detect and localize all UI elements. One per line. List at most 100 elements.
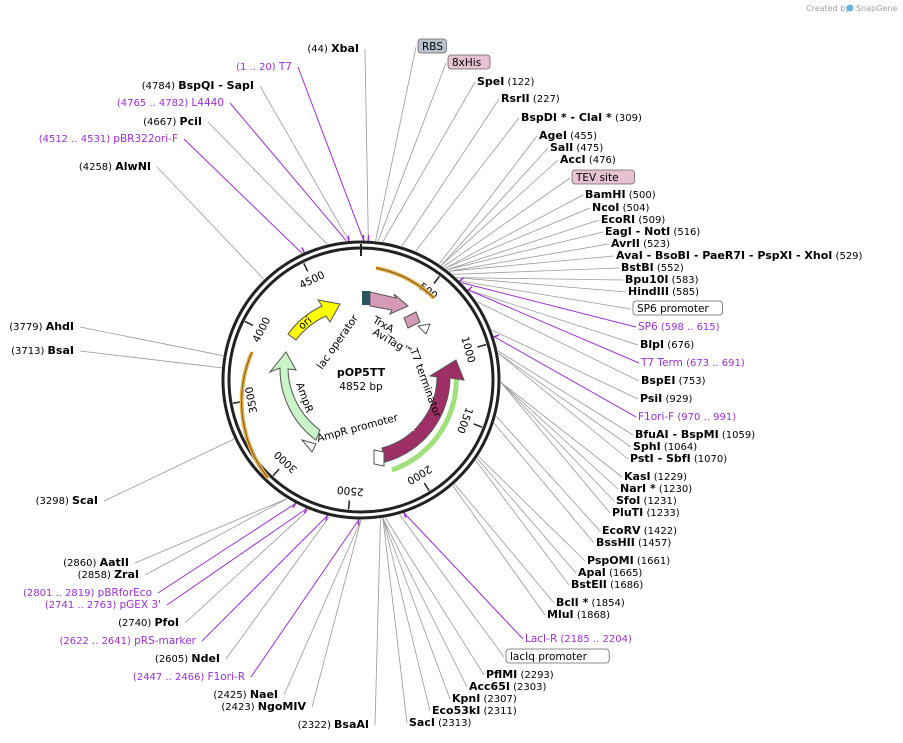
enzyme-label[interactable]: BspEI (753) — [641, 374, 706, 387]
enzyme-label[interactable]: (2423) NgoMIV — [221, 700, 306, 713]
scale-tick — [303, 262, 309, 272]
enzyme-label[interactable]: NarI * (1230) — [620, 482, 692, 495]
primer-label[interactable]: T7 Term (673 .. 691) — [640, 357, 745, 369]
enzyme-label[interactable]: EcoRV (1422) — [602, 524, 677, 537]
leader-line — [456, 277, 627, 293]
enzyme-label[interactable]: (3779) AhdI — [9, 320, 74, 333]
leader-line — [79, 326, 224, 357]
enzyme-label[interactable]: (2425) NaeI — [213, 688, 278, 701]
leader-line — [144, 498, 288, 576]
enzyme-label[interactable]: EcoRI (509) — [601, 213, 665, 226]
enzyme-label[interactable]: (4667) PciI — [143, 115, 202, 128]
enzyme-label[interactable]: HindIII (585) — [628, 285, 699, 298]
feature-box — [505, 648, 610, 664]
enzyme-label[interactable]: PstI - SbfI (1070) — [630, 452, 727, 465]
primer-label[interactable]: (1 .. 20) T7 — [236, 61, 292, 73]
enzyme-label[interactable]: RsrII (227) — [501, 92, 560, 105]
feature-box-label[interactable]: TEV site — [575, 172, 619, 184]
leader-line — [454, 483, 555, 604]
enzyme-label[interactable]: AvrII (523) — [611, 237, 670, 250]
leader-line — [382, 518, 408, 724]
enzyme-label[interactable]: (44) XbaI — [307, 42, 359, 55]
leader-line — [447, 231, 604, 271]
leader-lines — [79, 46, 640, 726]
leader-line — [476, 458, 577, 574]
enzyme-label[interactable]: EagI - NotI (516) — [605, 225, 700, 238]
enzyme-label[interactable]: NcoI (504) — [592, 201, 650, 214]
enzyme-label[interactable]: AvaI - BsoBI - PaeR7I - PspXI - XhoI (52… — [616, 249, 863, 262]
enzyme-label[interactable]: (3713) BsaI — [11, 344, 74, 357]
leader-line — [495, 415, 601, 532]
enzyme-label[interactable]: SphI (1064) — [633, 440, 697, 453]
enzyme-label[interactable]: PsiI (929) — [640, 392, 692, 405]
ampr-promoter-feature[interactable] — [373, 449, 385, 467]
leader-line — [459, 280, 632, 310]
laci-feature[interactable] — [381, 359, 465, 463]
ori-feature[interactable] — [287, 299, 341, 341]
enzyme-label[interactable]: BlpI (676) — [640, 338, 694, 351]
enzyme-label[interactable]: SpeI (122) — [477, 75, 535, 88]
enzyme-label[interactable]: (2322) BsaAI — [298, 718, 369, 731]
enzyme-label[interactable]: MluI (1868) — [547, 608, 610, 621]
enzyme-label[interactable]: BstBI (552) — [621, 261, 684, 274]
leader-line — [497, 350, 634, 436]
leader-line — [461, 282, 637, 328]
enzyme-label[interactable]: PflMI (2293) — [486, 668, 554, 681]
primer-mark — [347, 235, 350, 242]
enzyme-label[interactable]: SacI (2313) — [409, 716, 471, 729]
enzyme-label[interactable]: BfuAI - BspMI (1059) — [635, 428, 755, 441]
enzyme-label[interactable]: AgeI (455) — [539, 129, 597, 142]
enzyme-label[interactable]: (2860) AatII — [63, 556, 129, 569]
primer-label[interactable]: LacI-R (2185 .. 2204) — [525, 633, 632, 645]
feature-box-label[interactable]: SP6 promoter — [637, 303, 709, 315]
enzyme-label[interactable]: (4784) BspQI - SapI — [142, 79, 254, 92]
leader-line — [229, 102, 347, 242]
enzyme-label[interactable]: AccI (476) — [560, 153, 616, 166]
enzyme-label[interactable]: Acc65I (2303) — [469, 680, 546, 693]
scale-tick — [477, 343, 487, 348]
ampr-feature[interactable] — [268, 351, 321, 441]
enzyme-label[interactable]: KpnI (2307) — [452, 692, 517, 705]
primer-label[interactable]: F1ori-F (970 .. 991) — [638, 411, 736, 423]
feature-box-label[interactable]: 8xHis — [452, 57, 481, 69]
leader-line — [377, 62, 447, 242]
leader-line — [384, 517, 485, 676]
enzyme-label[interactable]: (3298) ScaI — [36, 494, 98, 507]
enzyme-label[interactable]: SalI (475) — [550, 141, 603, 154]
enzyme-label[interactable]: PluTI (1233) — [612, 506, 680, 519]
enzyme-label[interactable]: (2858) ZraI — [78, 568, 139, 581]
primer-label[interactable]: SP6 (598 .. 615) — [638, 321, 720, 333]
enzyme-label[interactable]: BssHII (1457) — [596, 536, 671, 549]
enzyme-label[interactable]: (2740) PfoI — [118, 616, 179, 629]
tick-label: 2000 — [405, 462, 434, 486]
enzyme-label[interactable]: Bpu10I (583) — [625, 273, 699, 286]
trxa-feature[interactable] — [362, 291, 409, 316]
enzyme-label[interactable]: (4258) AlwNI — [79, 160, 151, 173]
enzyme-label[interactable]: (2605) NdeI — [155, 652, 220, 665]
leader-line — [498, 352, 632, 448]
t7-terminator-feature[interactable] — [416, 323, 431, 335]
leader-line — [447, 219, 600, 271]
primer-label[interactable]: (2447 .. 2466) F1ori-R — [133, 671, 245, 683]
enzyme-label[interactable]: ApaI (1665) — [578, 566, 642, 579]
enzyme-label[interactable]: PspOMI (1661) — [587, 554, 670, 567]
primer-label[interactable]: (2622 .. 2641) pRS-marker — [60, 635, 197, 647]
leader-line — [207, 121, 328, 245]
primer-label[interactable]: (2801 .. 2819) pBRforEco — [23, 587, 152, 599]
tev-feature[interactable] — [403, 311, 421, 329]
enzyme-label[interactable]: SfoI (1231) — [616, 494, 677, 507]
leader-line — [79, 350, 222, 369]
feature-box-label[interactable]: lacIq promoter — [510, 651, 588, 663]
enzyme-label[interactable]: KasI (1229) — [624, 470, 687, 483]
scale-tick — [347, 500, 351, 510]
feature-box-label[interactable]: RBS — [422, 41, 443, 53]
enzyme-label[interactable]: BstEII (1686) — [571, 578, 643, 591]
enzyme-label[interactable]: BspDI * - ClaI * (309) — [521, 111, 642, 124]
primer-label[interactable]: (4765 .. 4782) L4440 — [117, 97, 224, 109]
leader-line — [449, 243, 610, 272]
primer-label[interactable]: (4512 .. 4531) pBR322ori-F — [39, 133, 178, 145]
enzyme-label[interactable]: BclI * (1854) — [556, 596, 625, 609]
enzyme-label[interactable]: BamHI (500) — [585, 188, 656, 201]
enzyme-label[interactable]: Eco53kI (2311) — [432, 704, 517, 717]
primer-label[interactable]: (2741 .. 2763) pGEX 3' — [45, 599, 161, 611]
